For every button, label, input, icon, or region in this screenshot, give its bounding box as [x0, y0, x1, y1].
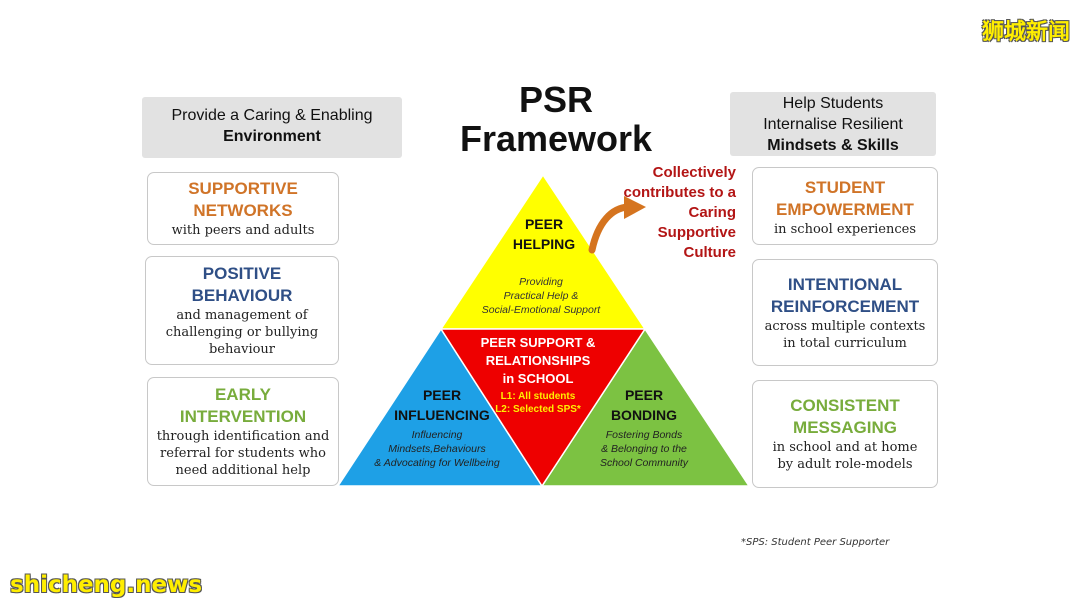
right-header-line-2: Internalise Resilient — [763, 116, 903, 133]
card-intentional-reinforcement: INTENTIONAL REINFORCEMENT across multipl… — [752, 259, 938, 366]
card-description: with peers and adults — [171, 223, 315, 238]
peer-influencing-desc: & Advocating for Wellbeing — [374, 457, 500, 469]
card-supportive-networks: SUPPORTIVE NETWORKS with peers and adult… — [147, 172, 339, 245]
peer-support-title: PEER SUPPORT & — [481, 335, 596, 350]
card-description: in total curriculum — [783, 336, 907, 351]
card-description: challenging or bullying — [165, 325, 319, 340]
card-early-intervention: EARLY INTERVENTION through identificatio… — [147, 377, 339, 486]
callout-line: Culture — [683, 244, 737, 261]
card-title: REINFORCEMENT — [770, 297, 920, 316]
collective-culture-callout: Collectively contributes to a Caring Sup… — [606, 163, 736, 263]
footnote: *SPS: Student Peer Supporter — [741, 537, 890, 548]
framework-title: PSR Framework — [436, 80, 676, 158]
card-title: POSITIVE — [202, 264, 282, 283]
peer-influencing-desc: Mindsets,Behaviours — [388, 443, 486, 455]
card-title: NETWORKS — [193, 201, 293, 220]
peer-bonding-desc: School Community — [600, 457, 689, 469]
card-positive-behaviour: POSITIVE BEHAVIOUR and management of cha… — [145, 256, 339, 365]
peer-influencing-desc: Influencing — [412, 429, 463, 441]
callout-line: Supportive — [657, 224, 736, 241]
card-title: STUDENT — [804, 178, 886, 197]
left-header-line-1: Provide a Caring & Enabling — [171, 107, 373, 124]
card-title: INTENTIONAL — [787, 275, 903, 294]
peer-helping-desc: Social-Emotional Support — [482, 304, 602, 316]
card-title: EARLY — [214, 385, 272, 404]
right-header-line-3: Mindsets & Skills — [767, 137, 899, 154]
card-title: INTERVENTION — [179, 407, 307, 426]
card-description: through identification and — [156, 429, 330, 444]
triangle-peer-support-relationships — [439, 328, 647, 488]
card-description: referral for students who — [160, 446, 326, 461]
title-line-2: Framework — [459, 118, 653, 159]
left-column-header: Provide a Caring & Enabling Environment — [142, 97, 402, 158]
card-description: by adult role-models — [777, 457, 913, 472]
peer-influencing-title: PEER — [423, 387, 461, 403]
card-description: and management of — [176, 308, 308, 323]
title-line-1: PSR — [518, 79, 594, 120]
card-title: CONSISTENT — [790, 396, 900, 415]
card-title: SUPPORTIVE — [188, 179, 298, 198]
curved-arrow-icon — [588, 203, 632, 254]
peer-bonding-desc: & Belonging to the — [601, 443, 687, 455]
card-description: behaviour — [208, 342, 276, 357]
peer-influencing-title: INFLUENCING — [394, 407, 490, 423]
right-header-line-1: Help Students — [782, 95, 884, 112]
card-title: MESSAGING — [793, 418, 897, 437]
peer-bonding-title: BONDING — [611, 407, 677, 423]
peer-helping-desc: Practical Help & — [504, 290, 579, 302]
peer-support-title: in SCHOOL — [503, 371, 574, 386]
peer-helping-desc: Providing — [519, 276, 563, 288]
watermark-bottom: shicheng.news — [10, 572, 203, 598]
card-description: across multiple contexts — [764, 319, 926, 334]
watermark-top: 狮城新闻 — [981, 20, 1070, 45]
card-description: in school experiences — [773, 222, 917, 237]
peer-helping-title: PEER — [525, 216, 563, 232]
peer-support-level: L2: Selected SPS* — [495, 404, 581, 415]
card-title: EMPOWERMENT — [776, 200, 914, 219]
left-header-line-2: Environment — [223, 128, 321, 145]
peer-helping-title: HELPING — [513, 236, 575, 252]
callout-line: Collectively — [652, 164, 736, 181]
arrow-head-icon — [624, 196, 646, 219]
callout-line: contributes to a — [623, 184, 736, 201]
peer-support-level: L1: All students — [501, 391, 576, 402]
card-title: BEHAVIOUR — [191, 286, 293, 305]
card-consistent-messaging: CONSISTENT MESSAGING in school and at ho… — [752, 380, 938, 488]
right-column-header: Help Students Internalise Resilient Mind… — [730, 92, 936, 156]
card-description: in school and at home — [772, 440, 918, 455]
peer-support-title: RELATIONSHIPS — [486, 353, 591, 368]
peer-bonding-title: PEER — [625, 387, 663, 403]
card-student-empowerment: STUDENT EMPOWERMENT in school experience… — [752, 167, 938, 245]
peer-bonding-desc: Fostering Bonds — [606, 429, 683, 441]
card-description: need additional help — [175, 463, 311, 478]
callout-line: Caring — [688, 204, 736, 221]
